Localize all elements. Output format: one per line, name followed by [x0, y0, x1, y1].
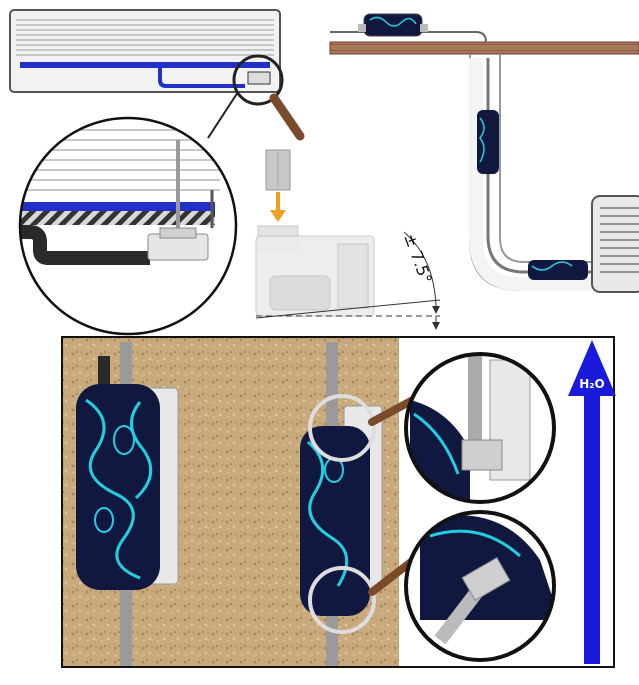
pump-in-trunking	[477, 110, 499, 174]
zoom-circle-upper	[404, 352, 556, 504]
magnifying-glass-icon	[232, 54, 305, 141]
zoom-detail-circle	[18, 116, 238, 336]
wall-installation-view	[329, 13, 639, 293]
ac-internal-drain-pipe	[158, 66, 245, 88]
water-flow-label: H₂O	[579, 377, 605, 391]
ac-indoor-unit	[9, 9, 281, 93]
cable-trunking	[469, 54, 600, 291]
wooden-shelf	[329, 41, 639, 55]
mounting-detail-panel: H₂O	[61, 336, 616, 668]
zoom-circle-lower	[404, 510, 556, 662]
tilt-angle-label: ± 7.5°	[400, 231, 436, 286]
pump-left-view	[76, 342, 179, 666]
ac-louvers	[16, 19, 274, 56]
ac-drain-tray	[20, 62, 270, 68]
pump-tilt-detail: ± 7.5°	[255, 149, 441, 330]
ac-mini-pump	[247, 71, 271, 85]
pump-on-shelf	[358, 13, 428, 37]
arrow-down-icon	[270, 192, 286, 222]
arrow-up-icon	[568, 340, 616, 664]
pump-right-view	[300, 342, 428, 666]
zoom-callout-line	[207, 91, 239, 139]
outdoor-unit	[591, 195, 639, 293]
pump-in-trunking-lower	[528, 260, 588, 280]
